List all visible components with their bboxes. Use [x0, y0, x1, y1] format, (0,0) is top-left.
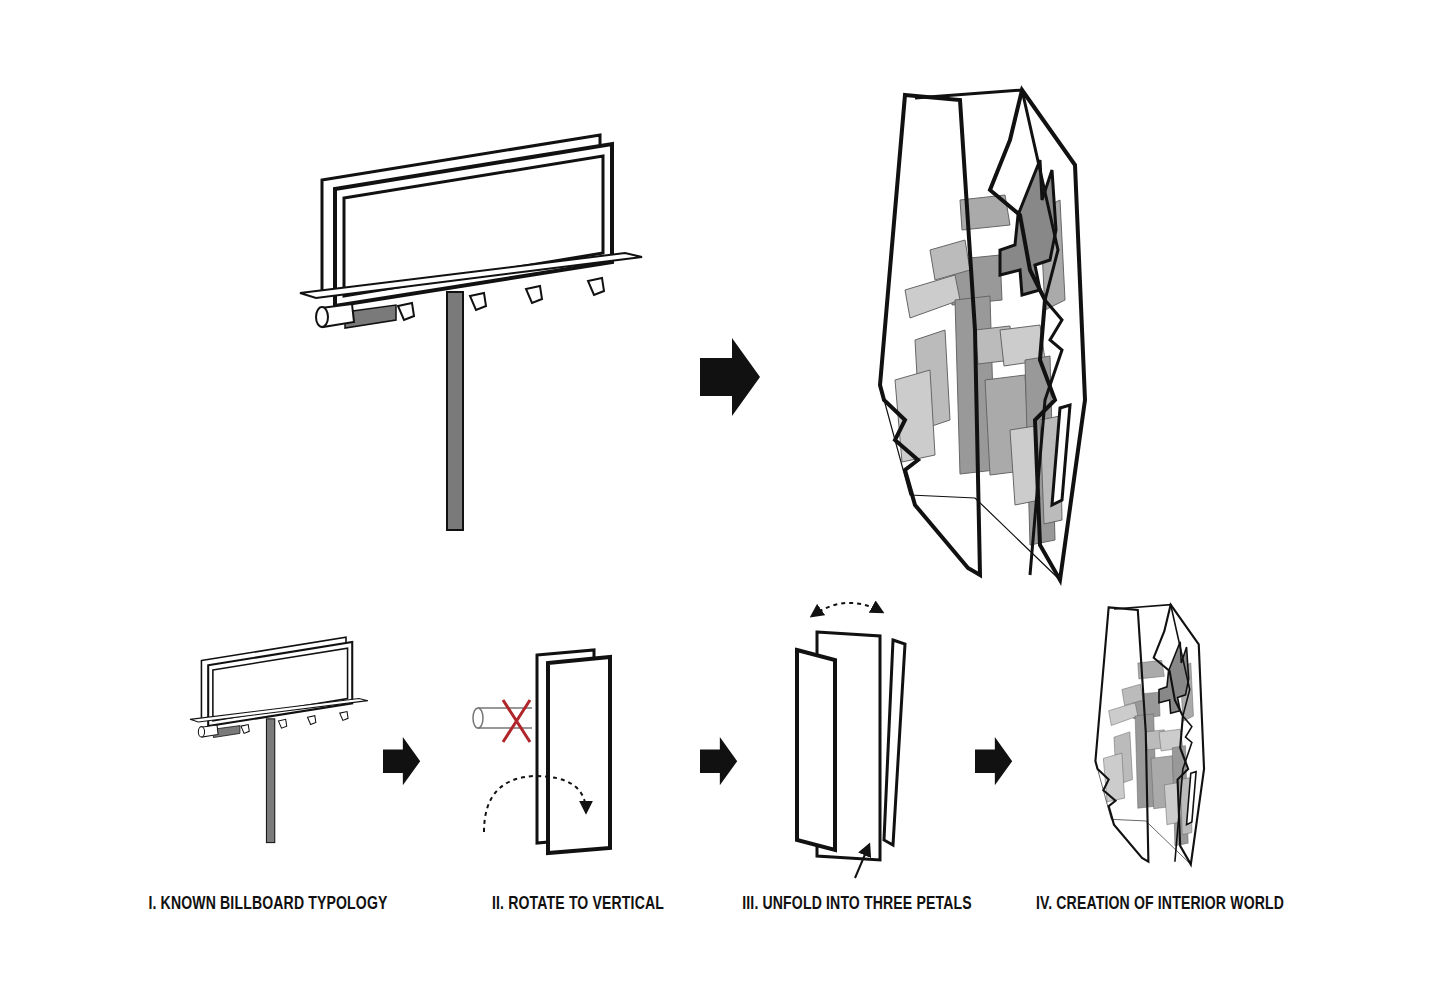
pod-small — [1095, 605, 1204, 865]
step-caption: I. KNOWN BILLBOARD TYPOLOGY — [148, 892, 387, 914]
step-caption: III. UNFOLD INTO THREE PETALS — [742, 892, 972, 914]
three-petals — [797, 603, 905, 878]
billboard-large — [300, 135, 642, 530]
block-arrow — [383, 737, 420, 785]
pod-large — [880, 90, 1085, 580]
step-caption: IV. CREATION OF INTERIOR WORLD — [1036, 892, 1284, 914]
step-caption: II. ROTATE TO VERTICAL — [492, 892, 664, 914]
block-arrow — [700, 737, 737, 785]
billboard-small — [190, 637, 368, 842]
block-arrow — [975, 737, 1012, 785]
block-arrow — [700, 338, 760, 416]
rotated-billboard — [473, 650, 610, 853]
